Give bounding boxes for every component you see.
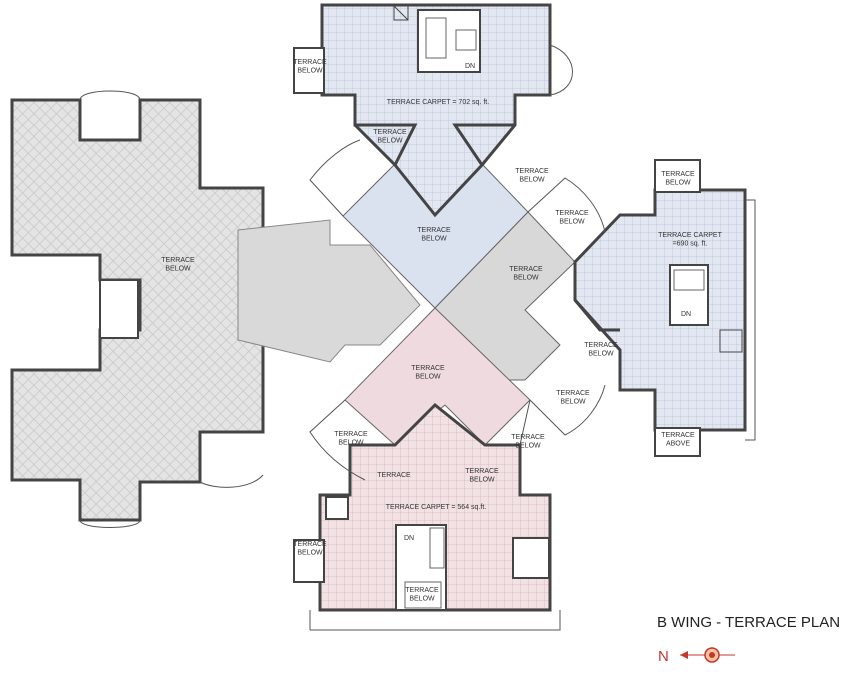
label-bottom-dn: DN [404, 535, 414, 542]
label-top-carpet: TERRACE CARPET = 702 sq. ft. [387, 99, 489, 106]
label-top-dn: DN [465, 63, 475, 70]
plan-title: B WING - TERRACE PLAN [657, 614, 840, 631]
label-right-carpet: TERRACE CARPET=690 sq. ft. [658, 232, 723, 248]
right-wing [527, 159, 756, 457]
north-label: N [658, 648, 669, 665]
north-arrow-head-icon [680, 651, 688, 659]
top-wing [293, 3, 573, 218]
north-arrow: N [658, 647, 735, 665]
bottom-wing [293, 399, 561, 631]
label-right-dn: DN [681, 311, 691, 318]
label-bottom-inner-left: TERRACE [377, 472, 411, 479]
connector-block [237, 219, 421, 363]
left-terrace-block [10, 90, 265, 528]
label-bottom-carpet: TERRACE CARPET = 564 sq.ft. [386, 504, 486, 511]
